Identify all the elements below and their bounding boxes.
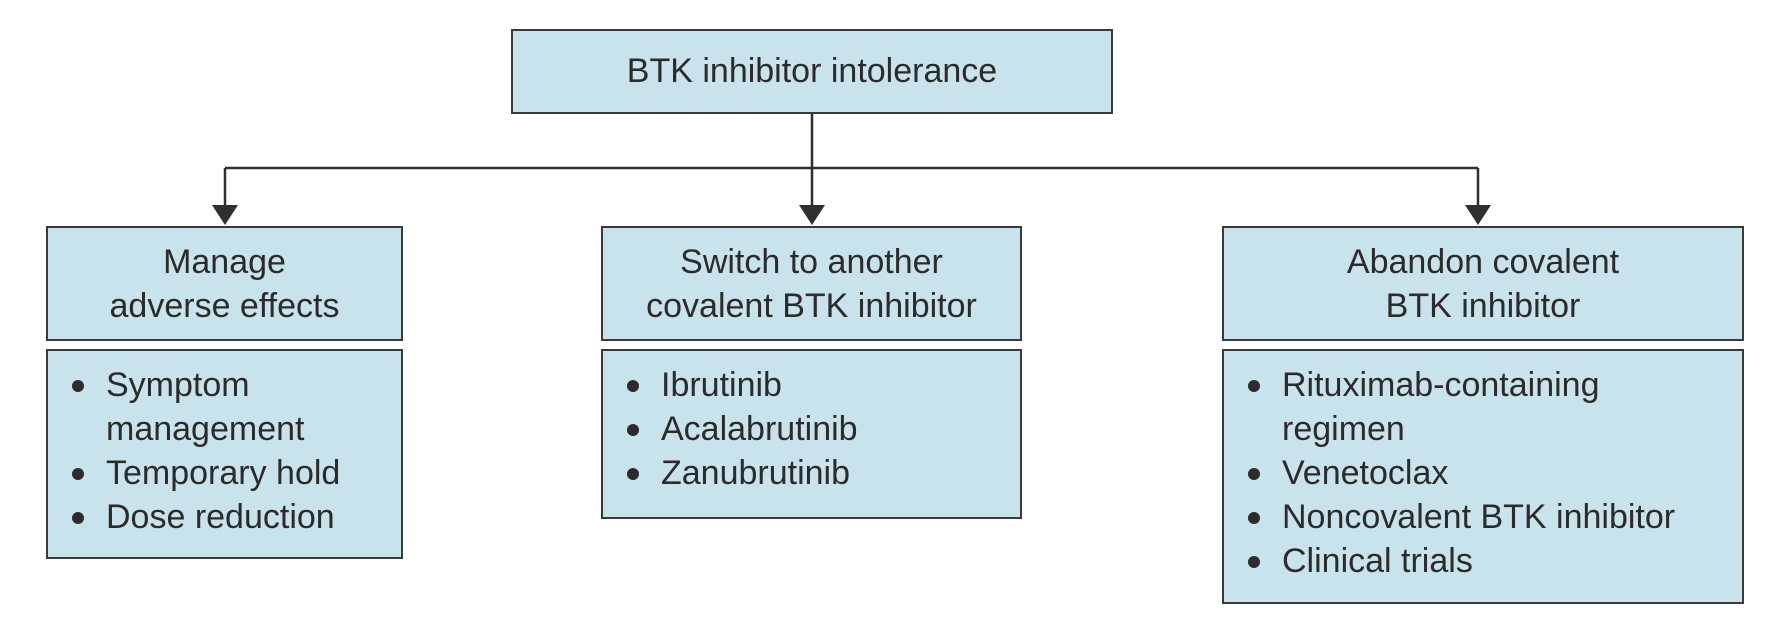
branch-title-line: Switch to another [680,242,943,281]
list-item: Venetoclax [1242,451,1742,495]
branch-title-line: covalent BTK inhibitor [646,286,977,325]
list-item: Rituximab-containing regimen [1242,363,1742,451]
branch-options-box: Ibrutinib Acalabrutinib Zanubrutinib [601,349,1022,519]
branch-title-line: BTK inhibitor [1385,286,1581,325]
root-node-label: BTK inhibitor intolerance [626,52,998,90]
branch-header-box: Switch to another covalent BTK inhibitor [601,226,1022,341]
list-item: Symptom management [66,363,401,451]
left-arrowhead-icon [212,205,238,225]
list-item: Clinical trials [1242,539,1742,583]
root-node-box: BTK inhibitor intolerance [511,29,1113,114]
branch-options-box: Symptom management Temporary hold Dose r… [46,349,403,559]
middle-arrowhead-icon [799,205,825,225]
branch-title-line: adverse effects [109,286,340,325]
branch-title-line: Manage [163,242,286,281]
branch-header-box: Manage adverse effects [46,226,403,341]
branch-title-line: Abandon covalent [1346,242,1620,281]
branch-options-box: Rituximab-containing regimen Venetoclax … [1222,349,1744,604]
options-list: Ibrutinib Acalabrutinib Zanubrutinib [621,363,1020,495]
list-item: Noncovalent BTK inhibitor [1242,495,1742,539]
options-list: Symptom management Temporary hold Dose r… [66,363,401,539]
list-item: Temporary hold [66,451,401,495]
list-item: Acalabrutinib [621,407,1020,451]
list-item: Dose reduction [66,495,401,539]
list-item: Ibrutinib [621,363,1020,407]
right-arrowhead-icon [1465,205,1491,225]
branch-header-box: Abandon covalent BTK inhibitor [1222,226,1744,341]
list-item: Zanubrutinib [621,451,1020,495]
options-list: Rituximab-containing regimen Venetoclax … [1242,363,1742,583]
